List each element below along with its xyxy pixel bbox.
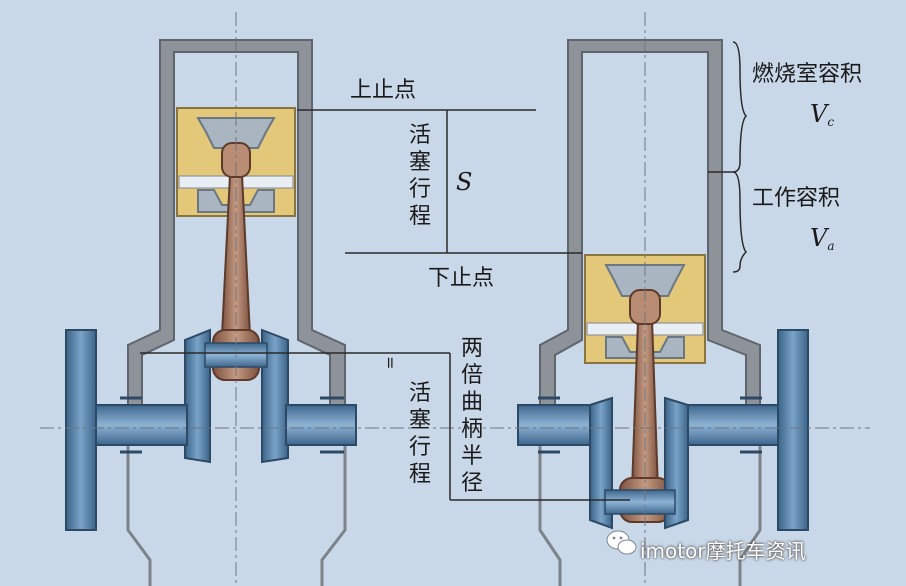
working-volume-label: 工作容积	[752, 186, 841, 211]
bdc-label: 下止点	[428, 266, 495, 291]
left-main-shaft-r	[285, 404, 357, 446]
left-engine	[65, 39, 357, 586]
left-crankcase	[126, 445, 347, 586]
twice-crank-radius-label: 两倍曲柄半径	[460, 336, 483, 496]
dimension-lines	[140, 41, 748, 501]
combustion-volume-label: 燃烧室容积	[752, 62, 863, 87]
working-symbol-sub: a	[827, 239, 835, 253]
right-flywheel	[777, 329, 809, 531]
left-main-shaft-l	[94, 404, 188, 446]
equals-sign: =	[381, 356, 400, 370]
stroke-symbol: S	[456, 168, 473, 196]
tdc-label: 上止点	[350, 78, 417, 103]
right-main-shaft-r	[687, 404, 781, 446]
combustion-symbol-v: V	[810, 100, 828, 128]
left-cylinder	[127, 39, 346, 406]
wechat-icon	[606, 530, 637, 555]
combustion-symbol-sub: c	[827, 115, 835, 129]
right-crank-pin	[604, 489, 676, 515]
left-flywheel	[65, 329, 97, 531]
stroke-vertical-label: 活塞行程	[408, 123, 431, 229]
right-cylinder	[539, 39, 761, 406]
right-engine	[517, 39, 809, 586]
watermark: imotor摩托车资讯	[640, 539, 806, 563]
right-main-shaft-l	[517, 404, 591, 446]
working-symbol-v: V	[810, 224, 828, 252]
right-crankcase	[538, 445, 762, 586]
combustion-symbol: Vc	[810, 100, 835, 129]
stroke-vertical-label-2: 活塞行程	[408, 381, 431, 487]
center-lines	[40, 12, 870, 586]
left-crank-web-r	[261, 328, 289, 464]
working-symbol: Va	[810, 224, 835, 253]
